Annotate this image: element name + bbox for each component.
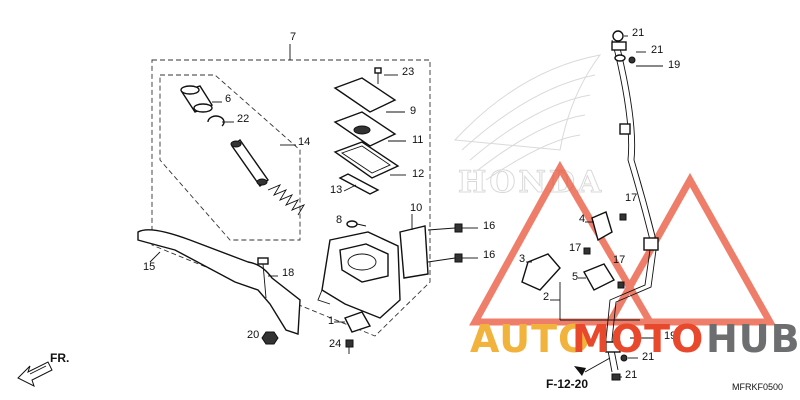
direction-label: FR.	[50, 351, 69, 365]
front-direction-indicator: FR.	[17, 351, 69, 387]
callout-c7: 7	[290, 31, 296, 43]
callout-c5: 5	[572, 271, 578, 283]
callout-c15: 15	[143, 261, 155, 273]
banjo-bottom	[605, 341, 628, 381]
callout-c19a: 19	[668, 59, 680, 71]
callout-c8: 8	[336, 214, 342, 226]
callout-c9: 9	[410, 105, 416, 117]
master-cylinder-holder	[399, 225, 429, 279]
callout-c21b: 21	[651, 44, 663, 56]
callout-c16b: 16	[483, 249, 495, 261]
piston-set-box	[159, 74, 301, 241]
leader-15	[149, 251, 161, 263]
honda-wordmark: HONDA	[458, 165, 604, 200]
callout-c21d: 21	[625, 369, 637, 381]
gasket	[338, 173, 380, 195]
callout-c4: 4	[579, 213, 585, 225]
callout-c16a: 16	[483, 220, 495, 232]
bolt-17b	[583, 247, 591, 255]
assembly-group-box	[151, 59, 431, 337]
brake-hose	[611, 39, 659, 251]
callout-c17b: 17	[569, 242, 581, 254]
automotohub-wordmark: AUTO MOTO HUB	[470, 317, 800, 361]
circlip-part	[207, 115, 225, 127]
clamp-4	[591, 211, 613, 242]
honda-wing-watermark: HONDA	[453, 54, 604, 201]
callout-c24: 24	[329, 338, 341, 350]
banjo-top	[611, 30, 636, 64]
callout-c2: 2	[543, 291, 549, 303]
brake-lever	[137, 229, 301, 335]
callout-c18: 18	[282, 267, 294, 279]
screw-24	[345, 339, 354, 354]
callout-c1: 1	[328, 315, 334, 327]
callout-labels: 1234567891011121314151616171717181919202…	[143, 27, 680, 381]
screw-8	[346, 220, 367, 228]
bolt-17c	[617, 281, 625, 289]
wm-hub: HUB	[706, 317, 800, 361]
callout-c21c: 21	[642, 351, 654, 363]
wm-moto: MOTO	[572, 317, 704, 361]
screw-23	[374, 67, 382, 84]
callout-c6: 6	[225, 93, 231, 105]
callout-c17a: 17	[625, 192, 637, 204]
boot-part	[180, 85, 214, 113]
bolt-16a	[427, 223, 463, 233]
pivot-nut	[261, 331, 279, 345]
piston-part	[230, 139, 269, 187]
callout-c23: 23	[402, 66, 414, 78]
bolt-17a	[619, 213, 627, 221]
pivot-bolt	[257, 257, 269, 299]
reference-arrow	[574, 357, 611, 376]
callout-c19b: 19	[664, 330, 676, 342]
clamp-3	[521, 253, 561, 291]
callout-c12: 12	[412, 168, 424, 180]
diagram-code: MFRKF0500	[732, 382, 783, 392]
callout-c17c: 17	[613, 254, 625, 266]
leader-13	[343, 184, 357, 192]
clamp-5	[583, 263, 616, 291]
callout-c20: 20	[247, 329, 259, 341]
bracket-2	[550, 282, 640, 321]
bolt-16b	[427, 253, 463, 263]
wm-auto: AUTO	[470, 317, 591, 361]
spring-part	[267, 184, 306, 216]
callout-c21a: 21	[632, 27, 644, 39]
reservoir-cap	[333, 77, 397, 113]
reference-label: F-12-20	[546, 377, 588, 391]
callout-c22: 22	[237, 113, 249, 125]
diaphragm	[333, 141, 400, 179]
callout-c14: 14	[298, 136, 310, 148]
callout-c11: 11	[412, 134, 423, 146]
callout-c13: 13	[330, 184, 342, 196]
callout-c10: 10	[410, 202, 422, 214]
callout-c3: 3	[519, 253, 525, 265]
master-cylinder-body	[317, 231, 401, 319]
stop-switch	[344, 311, 372, 333]
